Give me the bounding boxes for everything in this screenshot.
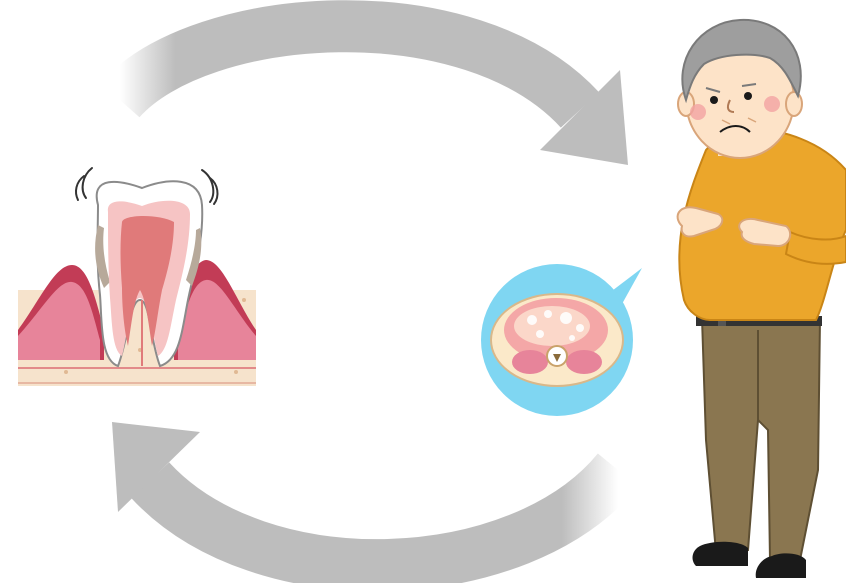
elderly-man-holding-belly-icon: [0, 0, 846, 583]
cycle-diagram: [0, 0, 846, 583]
